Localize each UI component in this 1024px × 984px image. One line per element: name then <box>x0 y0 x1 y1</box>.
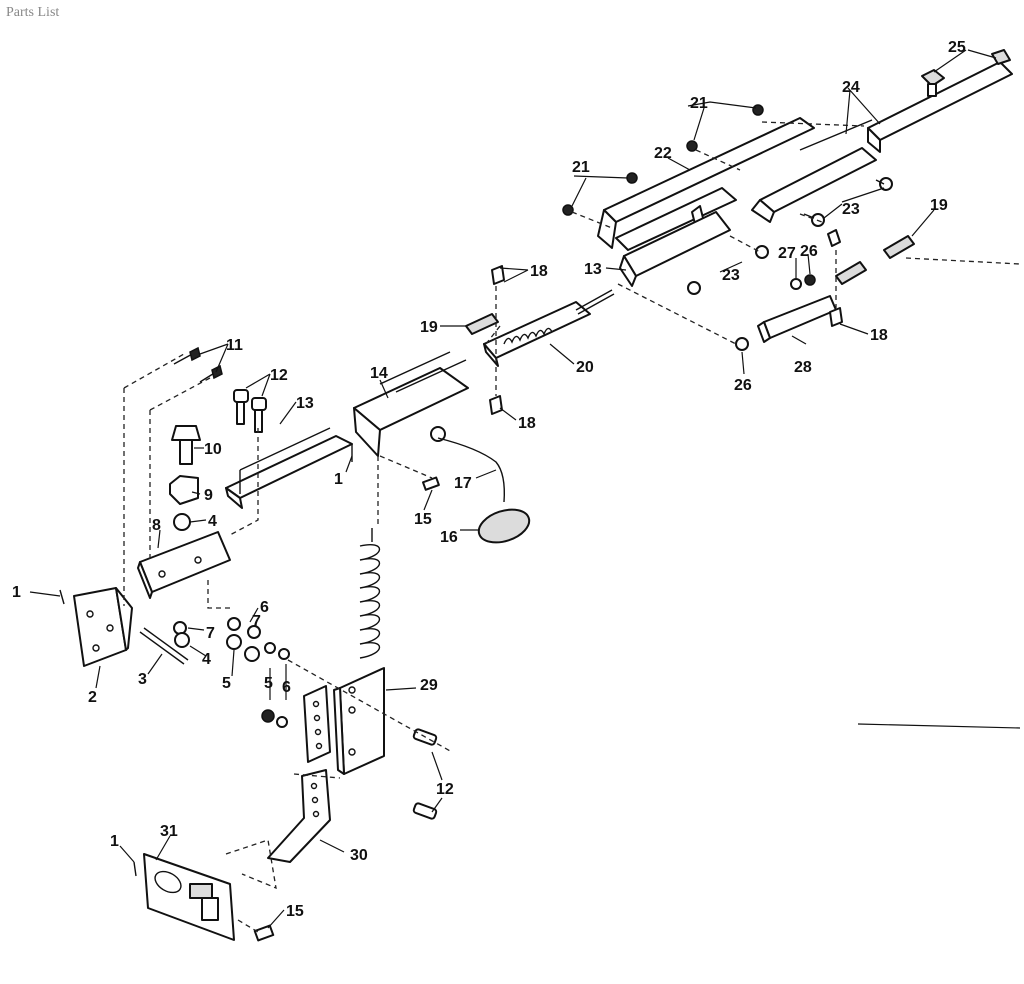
callout-20: 20 <box>576 359 594 376</box>
header-text: Parts List <box>6 5 59 20</box>
callout-9: 9 <box>204 487 213 504</box>
callout-8: 8 <box>152 517 161 534</box>
callout-11: 11 <box>226 337 243 354</box>
nut-26 <box>735 274 816 351</box>
callout-21: 21 <box>690 95 708 112</box>
callout-7: 7 <box>252 613 261 630</box>
callout-13: 13 <box>584 261 602 278</box>
bracket-8 <box>137 531 231 599</box>
callout-7: 7 <box>206 625 215 642</box>
callout-29: 29 <box>420 677 438 694</box>
callout-18: 18 <box>530 263 548 280</box>
pin-15-upper <box>421 476 440 491</box>
callout-21: 21 <box>572 159 590 176</box>
leader-lines <box>29 49 997 929</box>
callout-15: 15 <box>414 511 432 528</box>
callout-labels: 1 1 1 2 3 4 4 5 5 6 6 7 7 8 9 10 11 12 1… <box>12 39 966 920</box>
washer-6 <box>264 642 290 728</box>
bolt-12-upper <box>233 389 267 433</box>
callout-6: 6 <box>282 679 291 696</box>
trolley-bracket-28 <box>757 295 837 343</box>
callout-15: 15 <box>286 903 304 920</box>
callout-13: 13 <box>296 395 314 412</box>
nut-5 <box>226 634 275 723</box>
callout-4: 4 <box>208 513 217 530</box>
callout-23: 23 <box>842 201 860 218</box>
clip-18-right <box>827 229 843 327</box>
callout-5: 5 <box>264 675 273 692</box>
callout-19: 19 <box>930 197 948 214</box>
nut-4-upper <box>173 513 191 531</box>
callout-25: 25 <box>948 39 966 56</box>
callout-12: 12 <box>436 781 454 798</box>
door-arm-30 <box>267 769 331 863</box>
callout-31: 31 <box>160 823 178 840</box>
arm-29 <box>333 667 385 775</box>
callout-1: 1 <box>12 584 21 601</box>
callout-6: 6 <box>260 599 269 616</box>
callout-26: 26 <box>734 377 752 394</box>
rail-section-13-right <box>619 211 731 287</box>
bolt-10 <box>171 425 201 465</box>
rail-section-24 <box>751 61 1013 223</box>
callout-26: 26 <box>800 243 818 260</box>
pin-15-lower <box>253 924 275 942</box>
clip-18-left <box>489 265 505 415</box>
callout-1: 1 <box>334 471 343 488</box>
release-handle-16 <box>477 508 531 544</box>
callout-12: 12 <box>270 367 288 384</box>
chain-link-19-right <box>835 235 915 285</box>
bushing-9 <box>169 475 199 505</box>
callout-10: 10 <box>204 441 222 458</box>
carriage-20 <box>483 289 615 367</box>
callout-19: 19 <box>420 319 438 336</box>
rail-section-13-left <box>225 427 353 509</box>
callout-16: 16 <box>440 529 458 546</box>
chain-link-19-left <box>465 313 499 335</box>
callout-23: 23 <box>722 267 740 284</box>
callout-18: 18 <box>870 327 888 344</box>
nut-21 <box>562 104 764 216</box>
callout-4: 4 <box>202 651 211 668</box>
callout-2: 2 <box>88 689 97 706</box>
callout-27: 27 <box>778 245 796 262</box>
callout-17: 17 <box>454 475 472 492</box>
pin-3 <box>139 627 189 665</box>
bolt-12-lower <box>412 728 438 820</box>
washer-27 <box>790 278 802 290</box>
rail-section-22 <box>597 117 815 251</box>
callout-1: 1 <box>110 833 119 850</box>
spring <box>359 528 380 659</box>
bracket-14 <box>353 351 469 457</box>
washer-7-nut-4 <box>173 617 261 648</box>
strap-plate <box>303 685 331 763</box>
screw-11 <box>173 346 223 383</box>
header-bracket-2 <box>73 587 133 667</box>
bolt-25 <box>921 49 1011 97</box>
assembly-lines <box>123 121 1021 933</box>
callout-22: 22 <box>654 145 672 162</box>
callout-24: 24 <box>842 79 860 96</box>
callout-3: 3 <box>138 671 147 688</box>
callout-18: 18 <box>518 415 536 432</box>
callout-30: 30 <box>350 847 368 864</box>
screw-1 <box>59 444 353 877</box>
door-plate-31 <box>143 853 235 941</box>
callout-28: 28 <box>794 359 812 376</box>
release-cord-17 <box>437 437 506 503</box>
callout-5: 5 <box>222 675 231 692</box>
callout-14: 14 <box>370 365 388 382</box>
